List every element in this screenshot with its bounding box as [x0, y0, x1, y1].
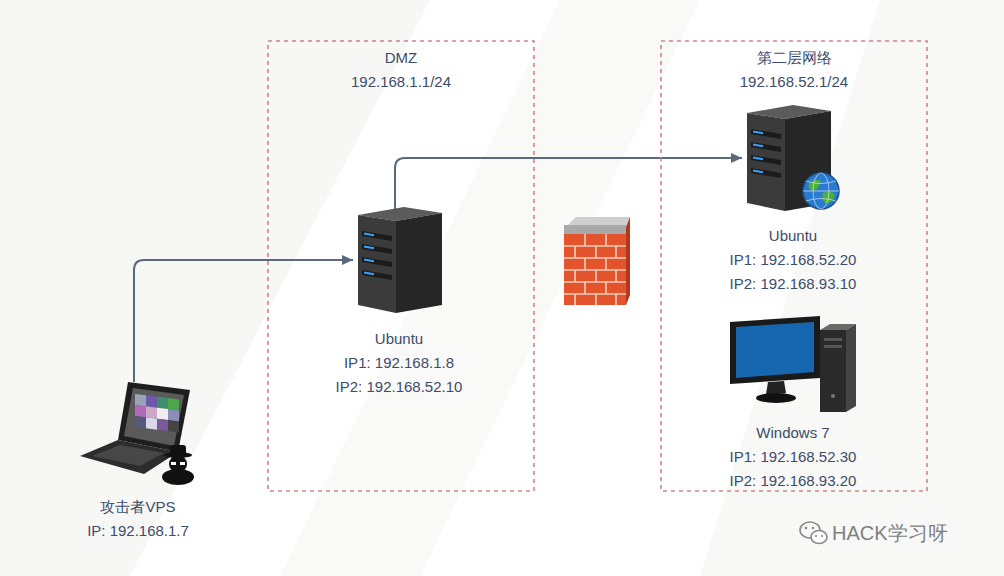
- node-detail: IP2: 192.168.93.20: [730, 469, 857, 493]
- node-title: Ubuntu: [769, 224, 817, 248]
- node-text-group: UbuntuIP1: 192.168.1.8IP2: 192.168.52.10: [336, 321, 463, 399]
- node-detail: 192.168.52.1/24: [740, 70, 848, 94]
- watermark: HACK学习呀: [832, 521, 948, 545]
- background-band: [280, 0, 700, 576]
- node-text-group: Windows 7IP1: 192.168.52.30IP2: 192.168.…: [730, 415, 857, 493]
- network-zone: DMZ192.168.1.1/24 UbuntuIP1: 192.168.1.8…: [267, 40, 535, 492]
- network-link: [134, 255, 353, 382]
- node-detail: IP: 192.168.1.7: [87, 519, 189, 543]
- wechat-icon: [800, 522, 827, 544]
- background-band: [700, 0, 1004, 576]
- node-title: 第二层网络: [757, 46, 832, 70]
- arrowhead: [342, 255, 353, 265]
- node-text-group: UbuntuIP1: 192.168.52.20IP2: 192.168.93.…: [730, 218, 857, 296]
- windows-pc-icon: [728, 314, 858, 414]
- web-server-icon: [743, 103, 843, 213]
- network-zone: 第二层网络192.168.52.1/24 UbuntuIP1: 192.168.…: [660, 40, 928, 492]
- node-title: DMZ: [385, 46, 418, 70]
- node-text-group: 攻击者VPSIP: 192.168.1.7: [87, 495, 189, 543]
- server-icon: [354, 205, 444, 315]
- node-detail: IP1: 192.168.1.8: [344, 351, 454, 375]
- node-title: Windows 7: [756, 421, 829, 445]
- node-text-group: 第二层网络192.168.52.1/24: [660, 40, 928, 94]
- node-detail: IP1: 192.168.52.30: [730, 445, 857, 469]
- node-detail: IP2: 192.168.52.10: [336, 375, 463, 399]
- node-title: 攻击者VPS: [100, 495, 175, 519]
- network-link: [395, 153, 742, 209]
- node-detail: 192.168.1.1/24: [351, 70, 451, 94]
- connector-line: [395, 158, 742, 209]
- host-node: 攻击者VPSIP: 192.168.1.7: [78, 378, 198, 543]
- host-node: UbuntuIP1: 192.168.1.8IP2: 192.168.52.10: [336, 205, 463, 399]
- attacker-laptop-icon: [78, 378, 198, 486]
- firewall-icon: [564, 217, 630, 305]
- node-text-group: DMZ192.168.1.1/24: [267, 40, 535, 94]
- node-title: Ubuntu: [375, 327, 423, 351]
- connector-line: [134, 260, 353, 382]
- host-node: UbuntuIP1: 192.168.52.20IP2: 192.168.93.…: [730, 103, 857, 296]
- node-detail: IP2: 192.168.93.10: [730, 272, 857, 296]
- node-detail: IP1: 192.168.52.20: [730, 248, 857, 272]
- host-node: Windows 7IP1: 192.168.52.30IP2: 192.168.…: [728, 314, 858, 493]
- arrowhead: [731, 153, 742, 163]
